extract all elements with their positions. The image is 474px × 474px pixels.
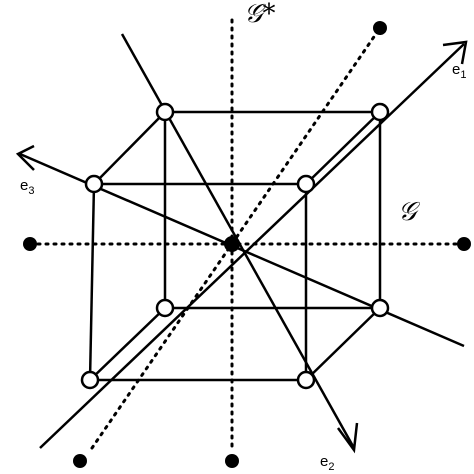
e3-arrowhead: [15, 144, 35, 171]
center-point: [224, 236, 240, 252]
right-point: [457, 237, 471, 251]
vertex-front-bottom-right: [296, 370, 316, 390]
vertex-back-top-right: [370, 102, 390, 122]
e3-label: e3: [20, 177, 34, 197]
cube-connecting-edges: [89, 111, 381, 381]
vertex-front-top-left: [84, 174, 104, 194]
e2-arrowhead: [336, 422, 359, 454]
vertex-front-bottom-left: [80, 370, 100, 390]
e1-arrowhead: [442, 40, 468, 65]
vertex-back-top-left: [155, 102, 175, 122]
e1-axis-line: [39, 43, 465, 449]
bottom-left-point: [73, 454, 87, 468]
e2-label: e2: [320, 453, 334, 473]
vertex-back-bottom-right: [370, 298, 390, 318]
g-star-label: 𝒢*: [244, 0, 276, 29]
left-point: [23, 237, 37, 251]
cube-front-face: [88, 182, 308, 382]
top-right-point: [373, 21, 387, 35]
vertex-front-top-right: [296, 174, 316, 194]
cube-vertices: [80, 102, 390, 390]
g-label: 𝒢: [398, 197, 421, 227]
cube-back-face: [163, 110, 382, 310]
dual-lattice-points: [23, 21, 471, 468]
vertex-back-bottom-left: [155, 298, 175, 318]
bottom-center-point: [225, 454, 239, 468]
e1-label: e1: [452, 61, 466, 81]
